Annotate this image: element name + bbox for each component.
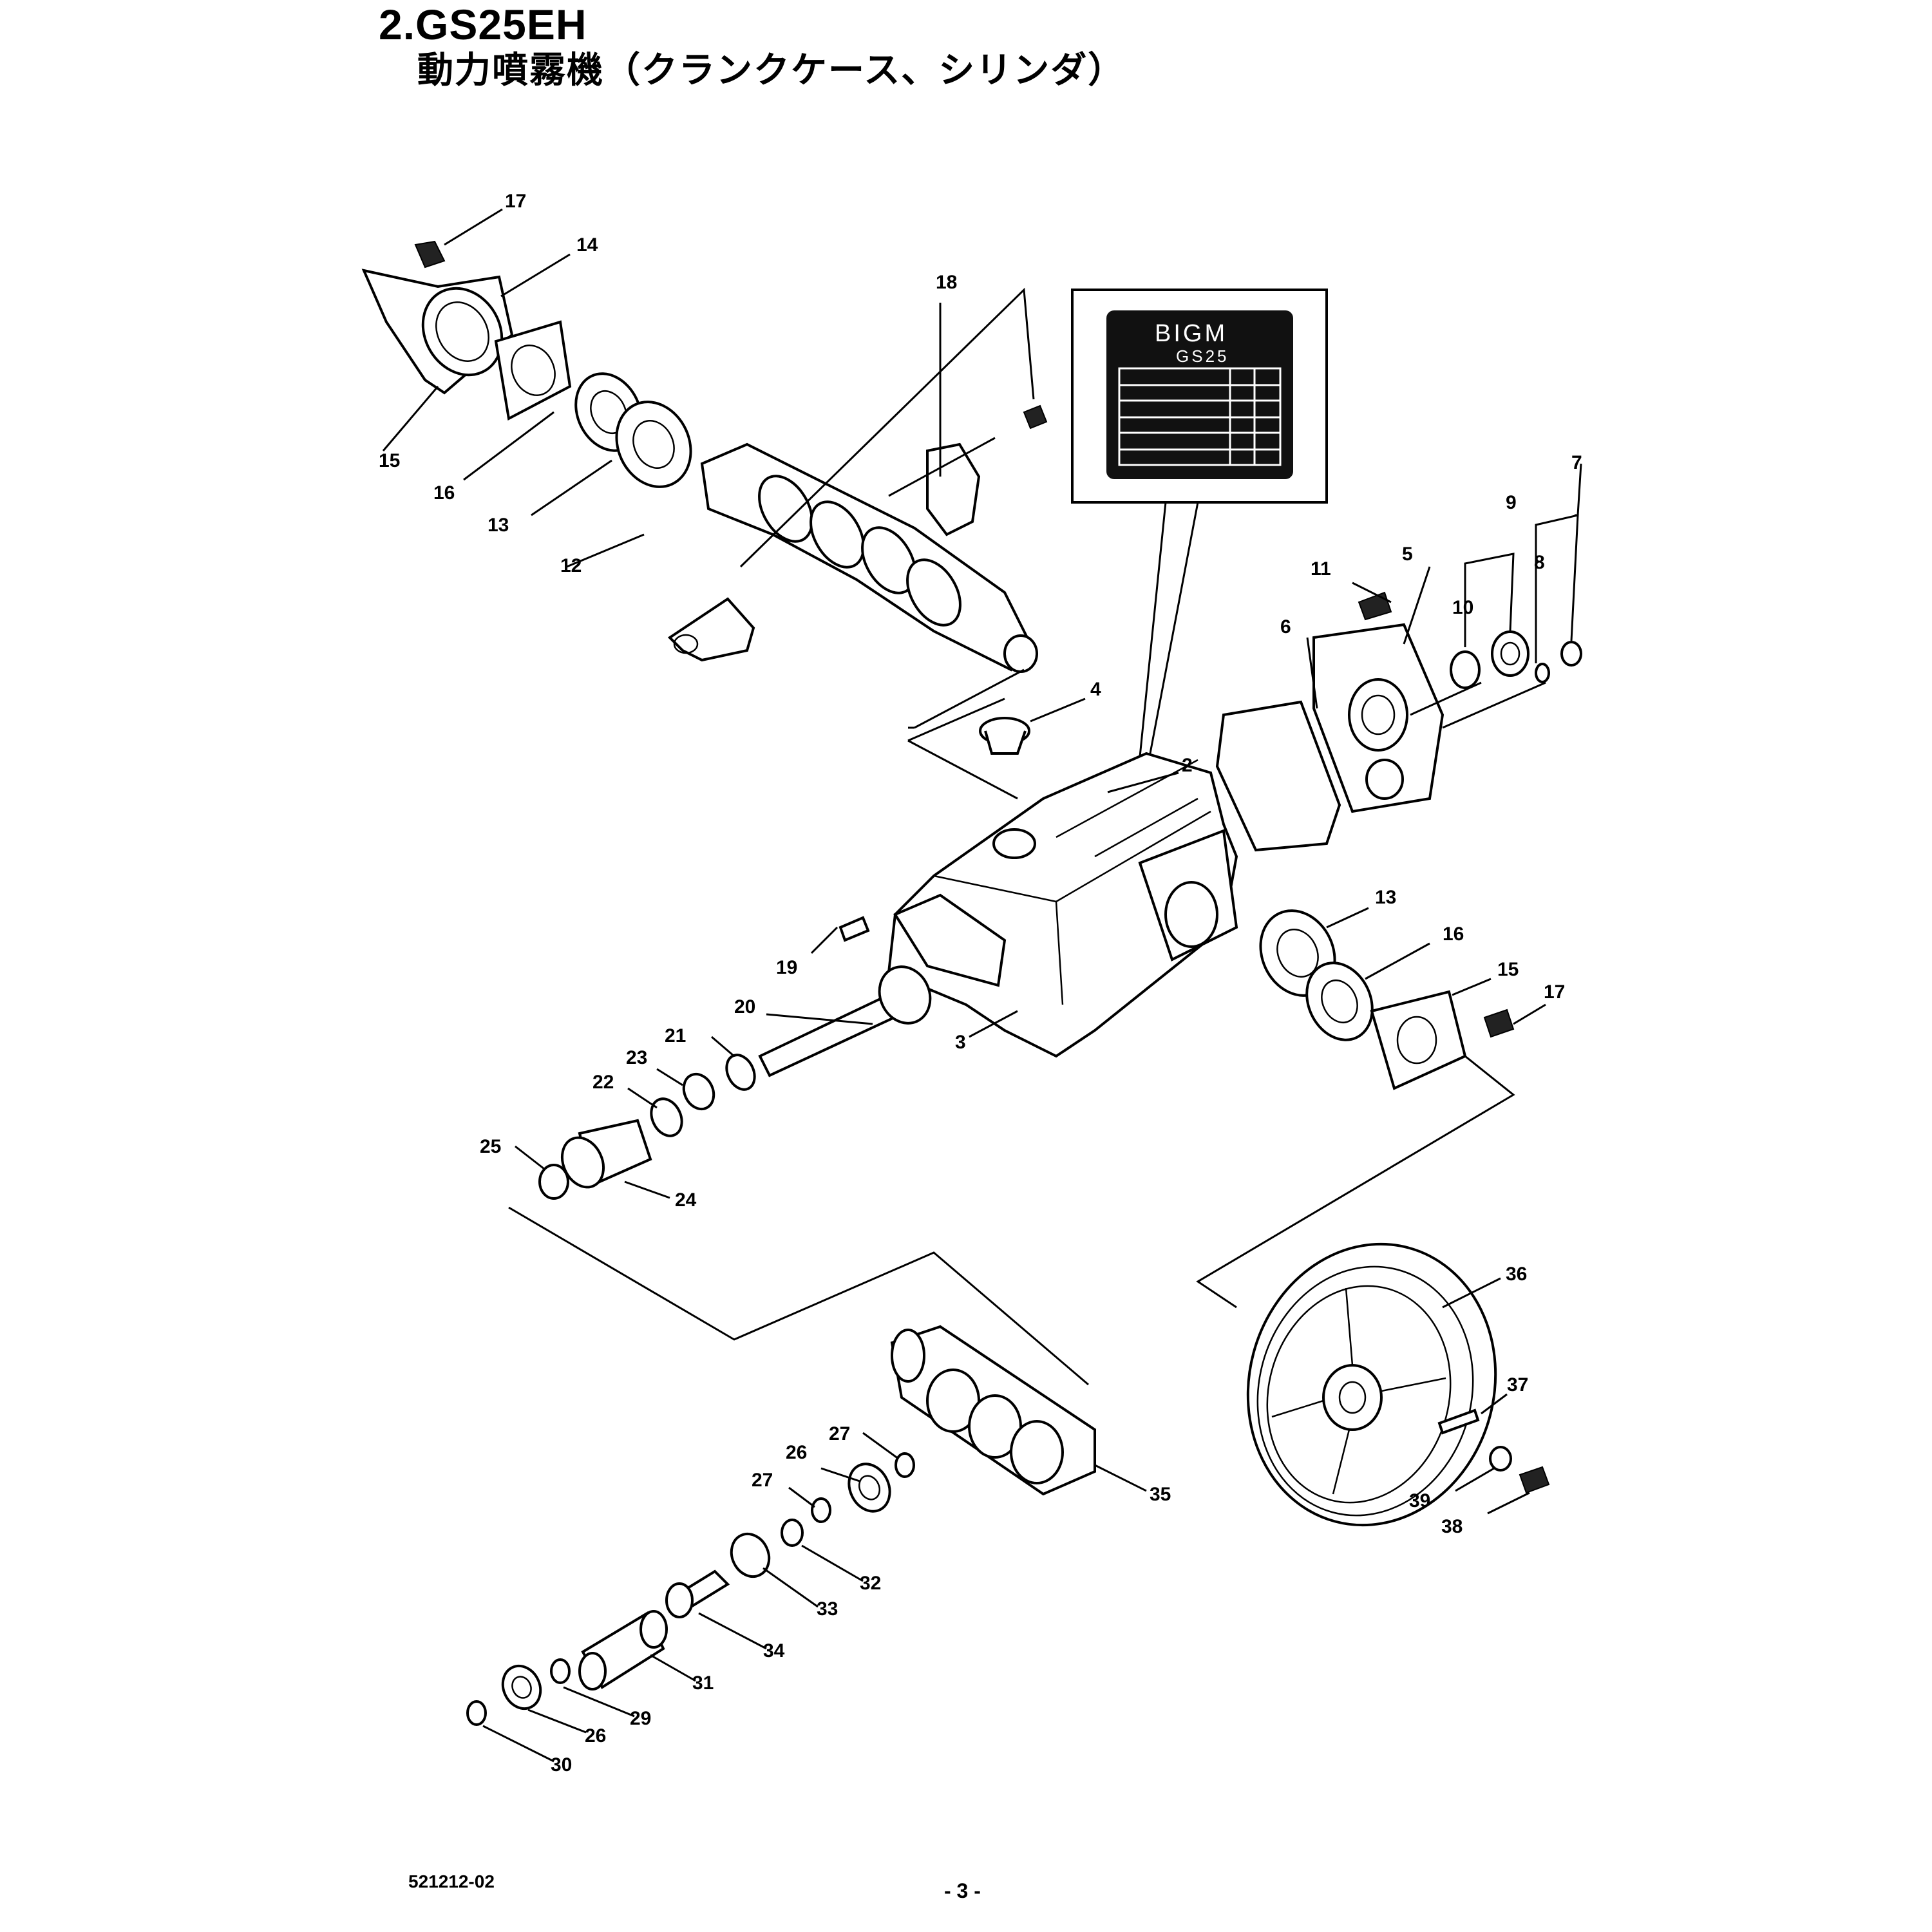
- callout-15: 15: [379, 450, 400, 471]
- side-cover-group: [1215, 591, 1582, 852]
- nameplate-model: GS25: [1176, 346, 1229, 366]
- callout-37: 37: [1507, 1374, 1528, 1396]
- callout-12: 12: [560, 555, 582, 576]
- callout-17-right: 17: [1544, 981, 1565, 1003]
- callout-8: 8: [1534, 552, 1545, 573]
- callout-26: 26: [786, 1442, 807, 1463]
- nameplate-inset: [1071, 289, 1328, 504]
- bearing-group-right: [1259, 909, 1515, 1090]
- crankshaft: [700, 442, 1038, 673]
- valve-group: [466, 1452, 915, 1726]
- callout-35: 35: [1150, 1484, 1171, 1505]
- callout-2: 2: [1182, 755, 1193, 776]
- callout-14: 14: [576, 234, 598, 256]
- diagram-subtitle: 動力噴霧機（クランクケース、シリンダ）: [417, 50, 1126, 90]
- callout-3: 3: [955, 1032, 966, 1053]
- callout-9: 9: [1506, 492, 1517, 513]
- callout-22: 22: [592, 1072, 614, 1093]
- callout-5: 5: [1402, 544, 1413, 565]
- callout-16-right: 16: [1443, 923, 1464, 945]
- document-code: 521212-02: [408, 1871, 495, 1891]
- callout-20: 20: [734, 996, 755, 1018]
- callout-13: 13: [488, 515, 509, 536]
- callout-4: 4: [1090, 679, 1101, 700]
- callout-31: 31: [692, 1672, 714, 1694]
- callout-11: 11: [1311, 558, 1331, 580]
- callout-24: 24: [675, 1189, 697, 1211]
- cylinder-manifold: [890, 1325, 1096, 1496]
- crankcase: [887, 717, 1238, 1058]
- callout-16: 16: [433, 482, 455, 504]
- callout-7: 7: [1571, 452, 1582, 473]
- callout-13-right: 13: [1375, 887, 1396, 908]
- callout-17: 17: [505, 191, 526, 212]
- callout-27: 27: [829, 1423, 850, 1444]
- page-number: - 3 -: [944, 1879, 981, 1902]
- callout-18: 18: [936, 272, 957, 293]
- callout-32: 32: [860, 1573, 881, 1594]
- callout-30: 30: [551, 1754, 572, 1776]
- pulley: [1246, 1242, 1550, 1527]
- plunger-group: [538, 916, 932, 1200]
- callout-36: 36: [1506, 1264, 1527, 1285]
- callout-34: 34: [763, 1640, 785, 1662]
- nameplate-brand: BIGM: [1155, 320, 1227, 347]
- callout-39: 39: [1409, 1490, 1430, 1511]
- callout-26b: 26: [585, 1725, 606, 1747]
- callout-15-right: 15: [1497, 959, 1519, 980]
- callout-38: 38: [1441, 1516, 1463, 1537]
- callout-6: 6: [1280, 616, 1291, 638]
- callout-29: 29: [630, 1708, 651, 1729]
- callout-10: 10: [1452, 597, 1473, 618]
- callout-27b: 27: [752, 1470, 773, 1491]
- callout-19: 19: [776, 957, 797, 978]
- bearing-housing-group-left: [361, 240, 692, 488]
- callout-33: 33: [817, 1598, 838, 1620]
- callout-25: 25: [480, 1136, 501, 1157]
- callout-23: 23: [626, 1047, 647, 1068]
- callout-21: 21: [665, 1025, 686, 1046]
- model-title: 2.GS25EH: [379, 1, 587, 48]
